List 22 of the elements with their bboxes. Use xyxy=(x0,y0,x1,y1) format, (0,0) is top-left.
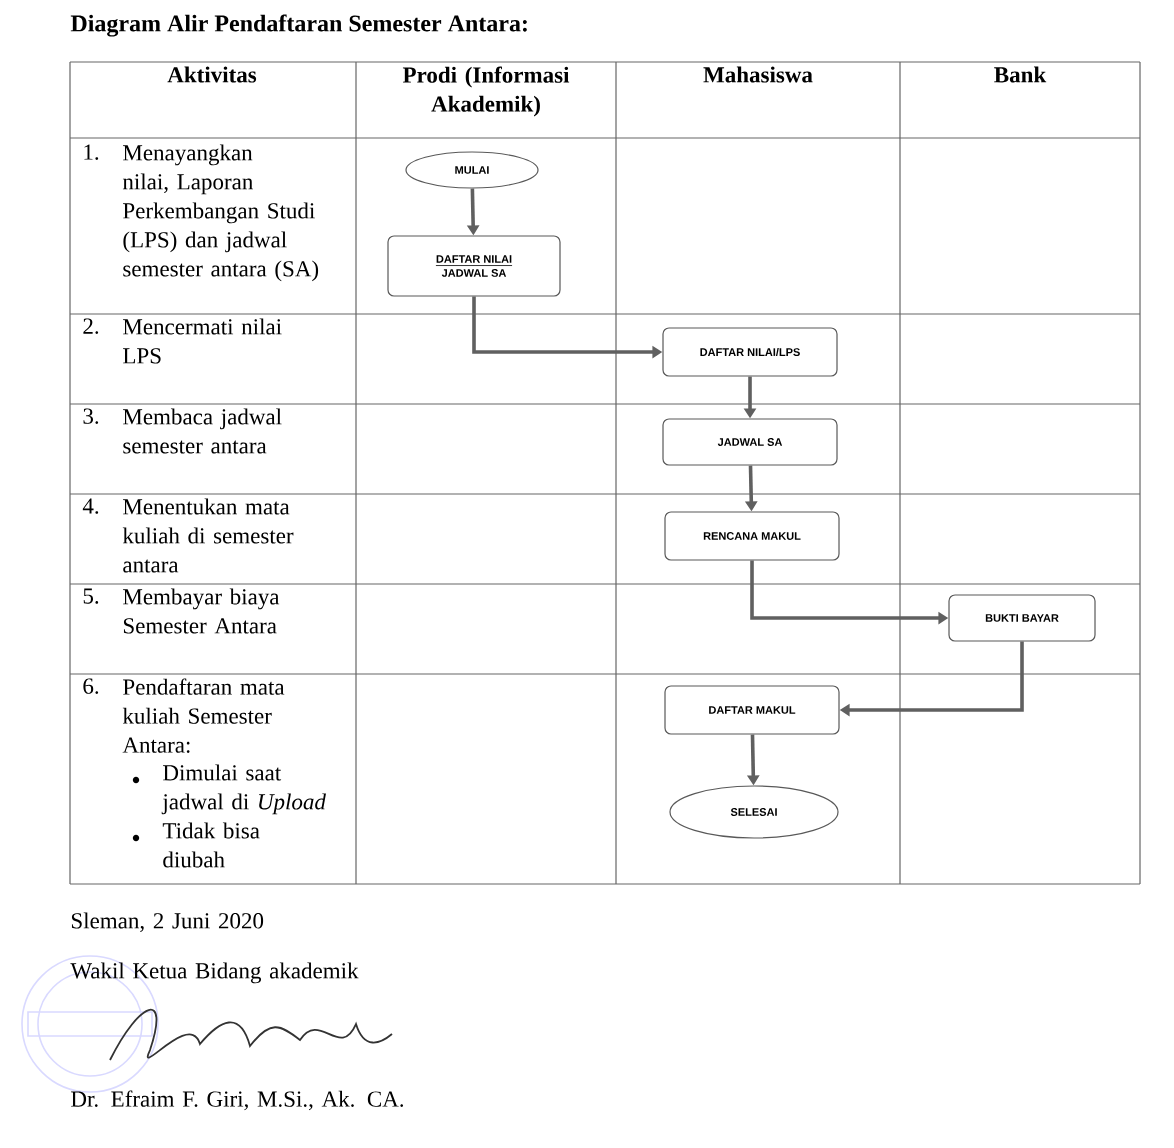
bullet-text: Tidak bisa diubah xyxy=(162,822,260,868)
step-number: 4. xyxy=(82,498,99,514)
activity-text: Mencermati nilai LPS xyxy=(123,318,282,364)
column-header: Bank xyxy=(994,66,1047,83)
step-number: 1. xyxy=(84,144,99,160)
step-number: 5. xyxy=(83,588,99,604)
step-number: 6. xyxy=(83,678,99,694)
signatory-title: Wakil Ketua Bidang akademik xyxy=(70,962,359,984)
signatory-name: Dr. Efraim F. Giri, M.Si., Ak. CA. xyxy=(71,1090,404,1111)
column-header: Prodi (Informasi Akademik) xyxy=(402,66,570,117)
activity-text: Menayangkan nilai, Laporan Perkembangan Studi (LPS) dan jadwal semester antara (SA) xyxy=(122,144,319,282)
activity-text: Menentukan mata kuliah di semester antara xyxy=(122,498,294,573)
activity-text: Pendaftaran mata kuliah Semester Antara: xyxy=(122,678,285,753)
column-header: Mahasiswa xyxy=(703,66,813,83)
activity-text: Membaca jadwal semester antara xyxy=(123,408,282,454)
diagram-title: Diagram Alir Pendaftaran Semester Antara: xyxy=(70,14,527,37)
bullet-text: Dimulai saat jadwal di Upload xyxy=(161,764,326,815)
activity-text: Membayar biaya Semester Antara xyxy=(123,588,280,634)
step-number: 2. xyxy=(83,318,99,334)
step-number: 3. xyxy=(83,408,99,424)
column-header: Aktivitas xyxy=(167,66,257,83)
place-date: Sleman, 2 Juni 2020 xyxy=(71,912,264,932)
